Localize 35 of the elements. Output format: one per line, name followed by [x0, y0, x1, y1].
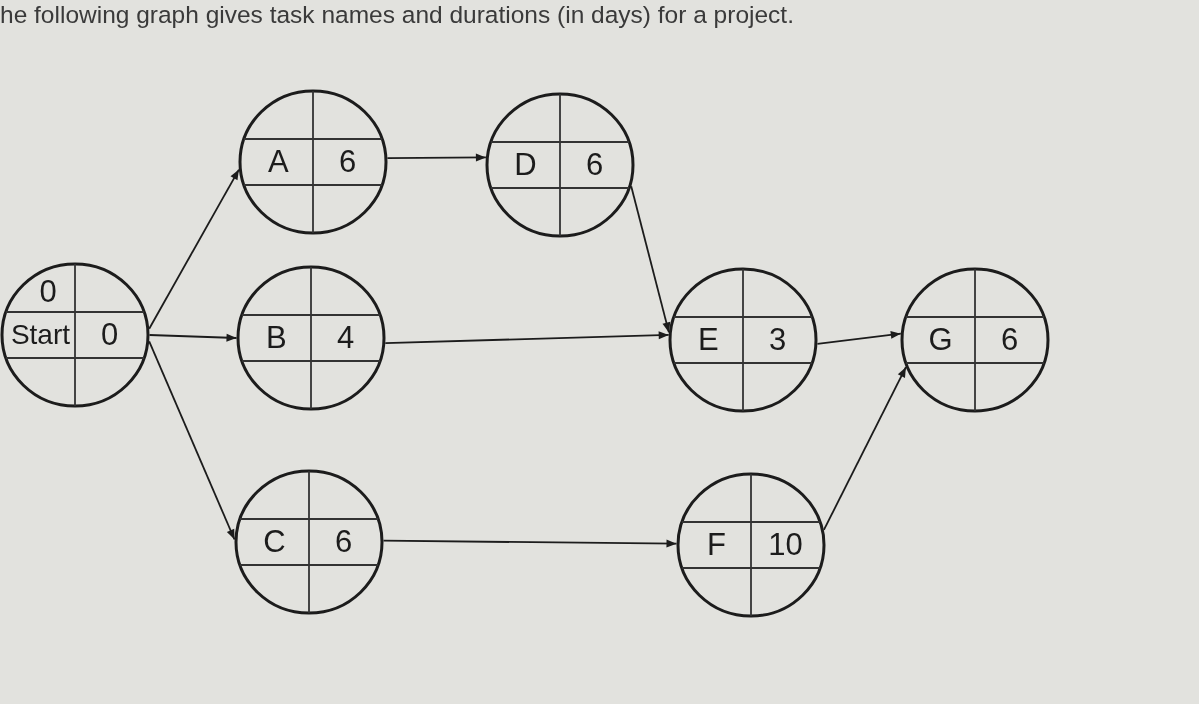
- task-label: G: [928, 322, 953, 358]
- duration-value: 10: [768, 527, 803, 563]
- task-label: B: [266, 320, 287, 356]
- arrow: [384, 331, 670, 344]
- heading: he following graph gives task names and durations (in days) for a project.: [0, 1, 794, 29]
- task-label: E: [698, 322, 719, 358]
- activity-node: [485, 92, 635, 238]
- cell-value: 0: [39, 274, 57, 310]
- activity-node: [676, 472, 826, 618]
- arrow: [148, 340, 236, 541]
- task-label: D: [514, 147, 537, 183]
- arrow: [630, 185, 671, 334]
- activity-node: [900, 267, 1050, 413]
- arrow: [816, 330, 902, 345]
- task-label: C: [263, 524, 286, 560]
- duration-value: 6: [585, 147, 604, 183]
- duration-value: 6: [1000, 322, 1019, 358]
- task-label: A: [268, 144, 289, 180]
- duration-value: 0: [100, 317, 119, 353]
- duration-value: 4: [336, 320, 355, 356]
- arrow: [148, 333, 238, 342]
- arrow: [386, 153, 487, 162]
- task-label: F: [707, 527, 726, 563]
- arrow: [823, 366, 907, 531]
- task-label: Start: [10, 319, 70, 351]
- duration-value: 3: [768, 322, 787, 358]
- arrow: [382, 539, 678, 548]
- duration-value: 6: [334, 524, 353, 560]
- activity-node: [234, 469, 384, 615]
- arrow: [148, 168, 240, 330]
- activity-node: [668, 267, 818, 413]
- duration-value: 6: [338, 144, 357, 180]
- activity-node: [238, 89, 388, 235]
- activity-node: [236, 265, 386, 411]
- activity-node: [0, 262, 150, 408]
